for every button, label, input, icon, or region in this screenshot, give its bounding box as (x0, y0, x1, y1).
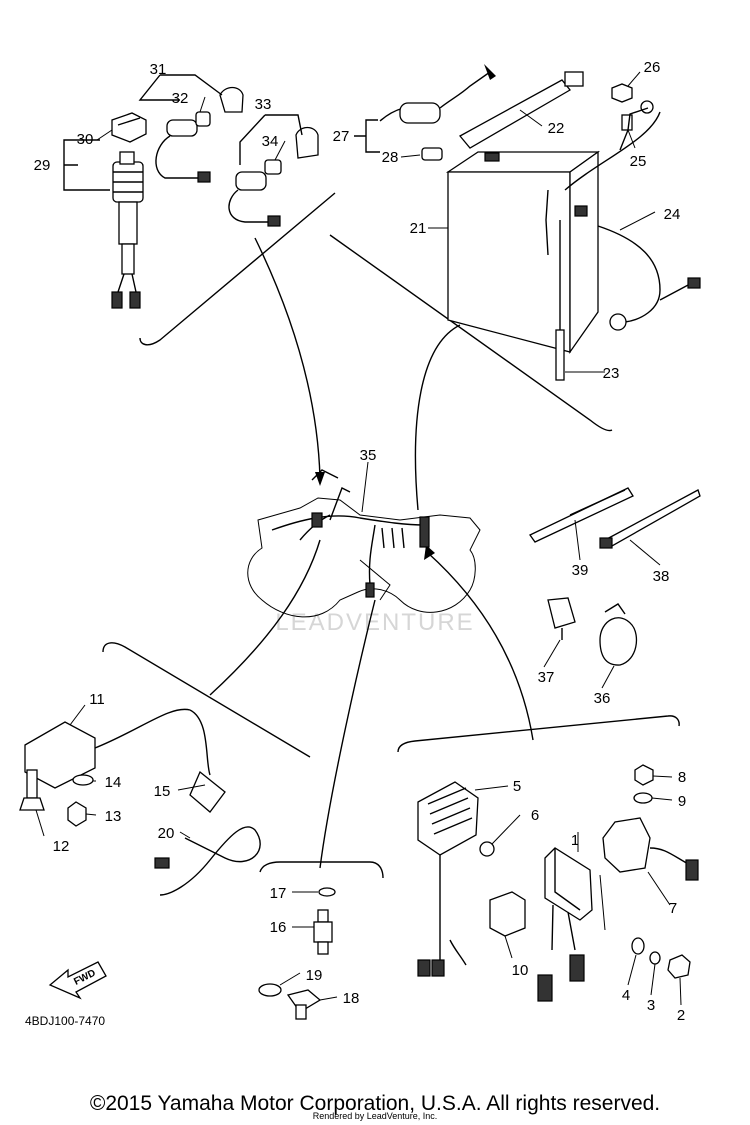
washer-17 (318, 887, 336, 897)
plug-cap-34 (264, 159, 282, 175)
leader-plug-group (319, 599, 376, 869)
callout-4: 4 (622, 987, 630, 1004)
washer-9 (633, 792, 653, 804)
callout-26: 26 (644, 59, 661, 76)
callout-25: 25 (630, 153, 647, 170)
spark-plug-16 (313, 909, 333, 955)
callout-numbers: 1 2 3 4 5 6 7 8 9 10 11 12 13 14 15 16 1… (34, 59, 687, 1024)
callout-36: 36 (594, 690, 611, 707)
plug-cap-31 (155, 86, 244, 183)
main-switch-knob-30 (111, 112, 147, 143)
callout-14: 14 (105, 774, 122, 791)
callout-3: 3 (647, 997, 655, 1014)
rectifier-regulator-5 (417, 781, 479, 977)
callout-21: 21 (410, 220, 427, 237)
bolt-25 (621, 100, 654, 131)
callout-8: 8 (678, 769, 686, 786)
callout-37: 37 (538, 669, 555, 686)
breather-pipe-23 (555, 329, 565, 381)
leader-regulator-group (427, 552, 534, 741)
callout-39: 39 (572, 562, 589, 579)
fwd-arrow-icon: FWD (48, 961, 107, 1000)
fuse-holder-27 (379, 64, 496, 124)
plug-cap-33 (228, 126, 319, 227)
callout-6: 6 (531, 807, 539, 824)
washer-19 (258, 983, 282, 997)
callout-15: 15 (154, 783, 171, 800)
callout-35: 35 (360, 447, 377, 464)
fuse-28 (421, 147, 443, 161)
fuel-level-sensor-7 (602, 817, 699, 881)
callout-19: 19 (306, 967, 323, 984)
rendered-by-notice: Rendered by LeadVenture, Inc. (312, 1111, 438, 1121)
callout-11: 11 (89, 691, 105, 708)
nut-8 (634, 764, 654, 786)
leader-coil-group (209, 539, 321, 696)
callout-32: 32 (172, 90, 189, 107)
wire-harness (271, 469, 430, 598)
callout-29: 29 (34, 157, 51, 174)
bolt-2 (667, 954, 691, 979)
battery-cable-24 (597, 225, 701, 331)
callout-5: 5 (513, 778, 521, 795)
leader-battery-group (414, 324, 461, 511)
callout-9: 9 (678, 793, 686, 810)
washer-14 (72, 774, 94, 786)
watermark-text: LEADVENTURE (275, 609, 474, 636)
band-39 (529, 487, 634, 543)
diagram-part-code: 4BDJ100-7470 (25, 1014, 105, 1028)
screw-6 (479, 841, 495, 857)
leader-ignition-group (254, 237, 321, 479)
holder-36 (599, 603, 638, 666)
callout-1: 1 (571, 832, 579, 849)
relay-10 (489, 891, 526, 937)
plug-cap-32 (195, 111, 211, 127)
bracket-top-left (139, 192, 336, 346)
callout-23: 23 (603, 365, 620, 382)
callout-31: 31 (150, 61, 167, 78)
callout-10: 10 (512, 962, 529, 979)
callout-33: 33 (255, 96, 272, 113)
bracket-bottom-right (397, 715, 680, 753)
callout-20: 20 (158, 825, 175, 842)
callout-7: 7 (669, 900, 677, 917)
callout-22: 22 (548, 120, 565, 137)
cable-tie-38 (599, 489, 701, 549)
bracket-bottom-center (259, 861, 384, 879)
main-switch-29 (111, 151, 144, 309)
callout-leaders (35, 71, 682, 1006)
lead-wire-20 (154, 826, 261, 896)
nut-26 (611, 83, 633, 103)
callout-16: 16 (270, 919, 287, 936)
battery-21 (445, 150, 601, 380)
callout-30: 30 (77, 131, 94, 148)
callout-34: 34 (262, 133, 279, 150)
bracket-mid-left (102, 642, 311, 758)
copyright-notice: ©2015 Yamaha Motor Corporation, U.S.A. A… (89, 1092, 661, 1115)
callout-28: 28 (382, 149, 399, 166)
bracket-top-right (329, 234, 613, 432)
washer-3 (649, 951, 661, 965)
callout-27: 27 (333, 128, 350, 145)
bolt-18 (286, 989, 322, 1020)
clamp-37 (547, 597, 576, 640)
callout-24: 24 (664, 206, 681, 223)
battery-strap-22 (458, 71, 584, 149)
washer-4 (631, 937, 645, 955)
bolt-12 (19, 769, 45, 811)
callout-2: 2 (677, 1007, 685, 1024)
callout-12: 12 (53, 838, 70, 855)
callout-38: 38 (653, 568, 670, 585)
atv-silhouette (247, 497, 481, 618)
nut-13 (67, 801, 87, 827)
callout-18: 18 (343, 990, 360, 1007)
callout-13: 13 (105, 808, 122, 825)
ignition-coil-11 (24, 708, 226, 813)
cdi-unit-1 (537, 847, 593, 1002)
callout-17: 17 (270, 885, 287, 902)
